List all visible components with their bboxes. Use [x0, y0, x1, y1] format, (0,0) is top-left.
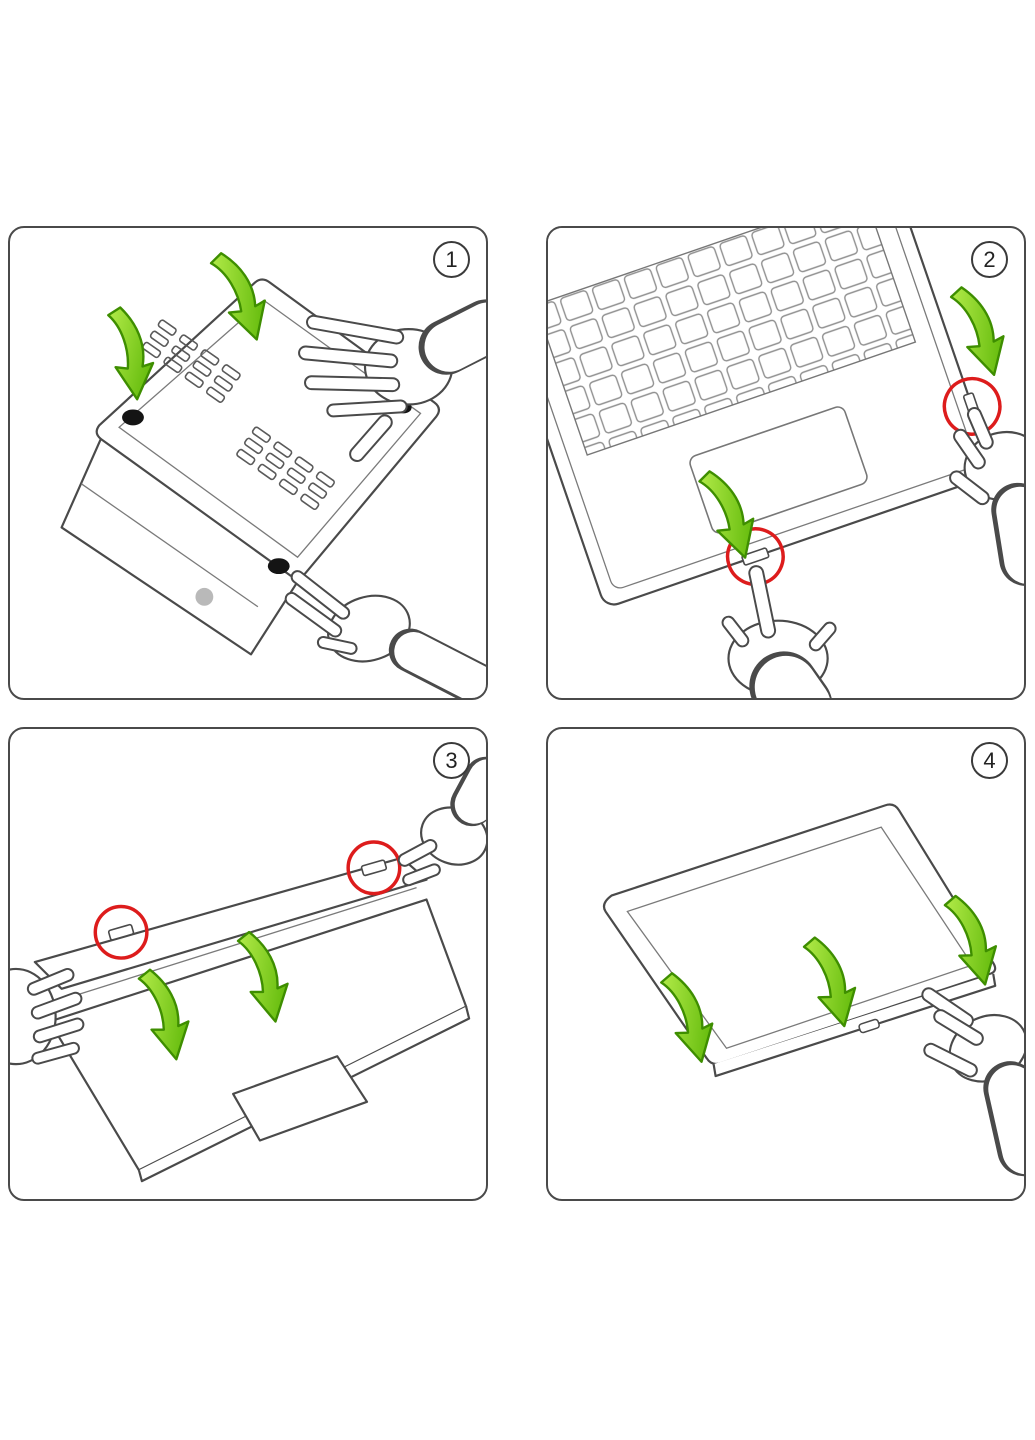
case-clip: [741, 547, 770, 566]
step-number-badge: 1: [433, 241, 470, 278]
hand-snapping-left: [721, 565, 837, 698]
hand-holding-corner: [921, 987, 1024, 1177]
step-panel-1: 1: [8, 226, 488, 700]
hand-snapping-right: [949, 406, 1024, 586]
clip-highlight-circle: [346, 840, 402, 896]
step-panel-3: 3: [8, 727, 488, 1201]
step-number: 1: [445, 246, 458, 272]
step-number-badge: 2: [971, 241, 1008, 278]
laptop-deck: [39, 887, 471, 1183]
step-panel-2: 2: [546, 226, 1026, 700]
step-number: 2: [983, 246, 996, 272]
hand-pinching-right: [397, 756, 486, 887]
step-number: 4: [983, 747, 996, 773]
step-panel-4: 4: [546, 727, 1026, 1201]
illustration-press-top-cover: [602, 803, 1024, 1177]
step-number: 3: [445, 747, 458, 773]
clip-highlight-circle: [93, 904, 149, 960]
step-number-badge: 4: [971, 742, 1008, 779]
lid-latch-notch: [858, 1018, 880, 1034]
hand-holding-edge: [284, 570, 486, 698]
step-number-badge: 3: [433, 742, 470, 779]
closed-laptop: [602, 803, 997, 1078]
hand-pressing: [298, 299, 486, 463]
illustration-snap-front-clips: [548, 228, 1024, 698]
keyboard-deck: [548, 228, 1002, 606]
logo-dot: [195, 587, 214, 606]
case-clip: [360, 859, 388, 877]
illustration-align-top-cover: [10, 756, 486, 1183]
keyboard-keys: [548, 228, 917, 456]
trackpad: [232, 1055, 369, 1142]
case-clip: [107, 923, 135, 941]
illustration-press-bottom-case: [60, 243, 486, 698]
hand-gripping-left: [10, 967, 85, 1066]
